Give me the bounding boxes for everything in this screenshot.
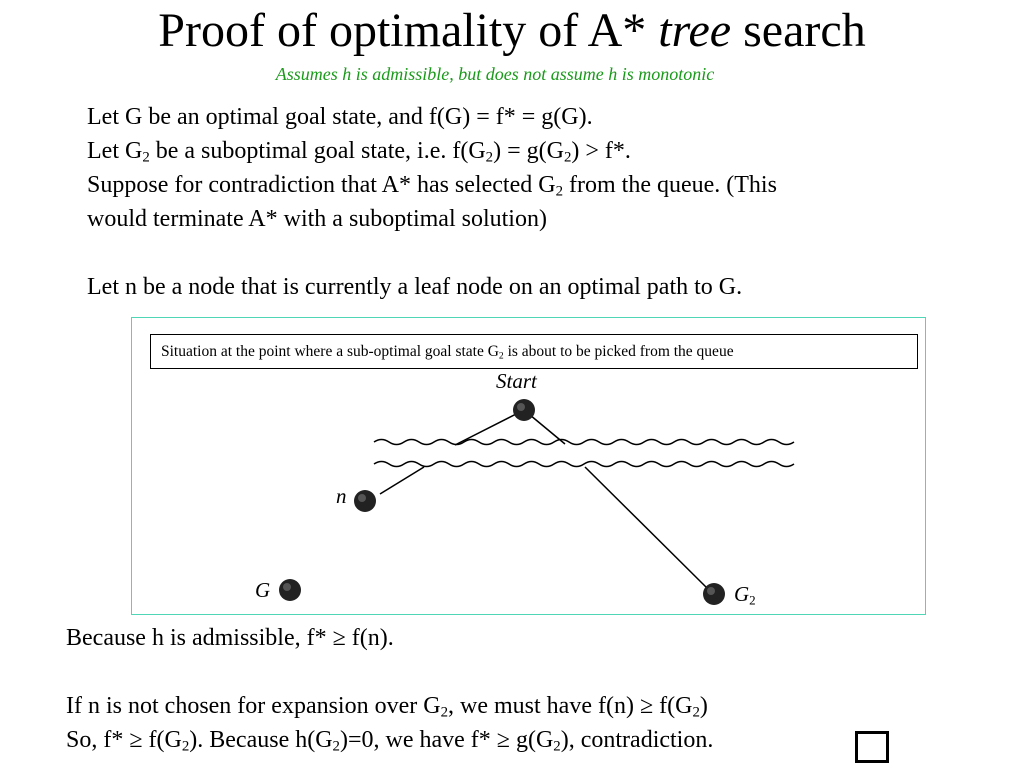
edge-to-n [379, 466, 425, 495]
slide-title: Proof of optimality of A* tree search [158, 4, 866, 57]
wavy-line-top [373, 438, 795, 446]
search-tree-figure: Situation at the point where a sub-optim… [131, 317, 926, 615]
qed-box-icon [855, 731, 889, 763]
title-emphasis: tree [658, 4, 732, 57]
figure-caption: Situation at the point where a sub-optim… [150, 334, 918, 369]
node-g [279, 579, 301, 601]
intro-line-5: Let n be a node that is currently a leaf… [87, 274, 743, 300]
edge-to-g2 [584, 466, 709, 590]
conclusion-line-2: If n is not chosen for expansion over G2… [66, 693, 708, 721]
node-start [513, 399, 535, 421]
label-start: Start [496, 369, 537, 393]
label-g: G [255, 578, 271, 602]
label-n: n [336, 484, 347, 508]
intro-line-4: would terminate A* with a suboptimal sol… [87, 206, 547, 232]
node-n [354, 490, 376, 512]
label-g2: G2 [734, 582, 756, 608]
conclusion-line-1: Because h is admissible, f* ≥ f(n). [66, 625, 394, 651]
edge-start-left [454, 409, 525, 446]
wavy-line-bottom [373, 460, 795, 468]
intro-line-3: Suppose for contradiction that A* has se… [87, 172, 777, 200]
slide-subtitle: Assumes h is admissible, but does not as… [275, 64, 715, 84]
conclusion-line-3: So, f* ≥ f(G2). Because h(G2)=0, we have… [66, 727, 714, 755]
intro-line-2: Let G2 be a suboptimal goal state, i.e. … [87, 138, 631, 166]
intro-line-1: Let G be an optimal goal state, and f(G)… [87, 104, 593, 130]
search-tree-diagram [279, 399, 795, 605]
node-g2 [703, 583, 725, 605]
